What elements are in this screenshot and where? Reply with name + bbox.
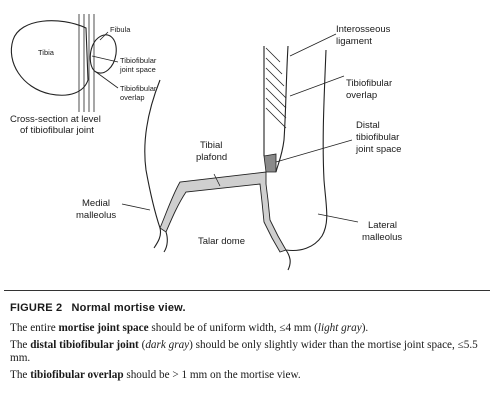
- caption-figure-label: FIGURE 2: [10, 302, 63, 314]
- label-medial-2: malleolus: [76, 210, 116, 221]
- label-distal-3: joint space: [355, 144, 401, 155]
- label-tf-joint-space-small-2: joint space: [119, 65, 156, 74]
- label-plafond-1: Tibial: [200, 140, 222, 151]
- label-fibula: Fibula: [110, 25, 131, 34]
- label-tf-joint-space-small-1: Tibiofibular: [120, 56, 157, 65]
- fibula-cross-section: [89, 34, 117, 74]
- tibia-cross-section: [10, 20, 89, 96]
- label-talar-dome: Talar dome: [198, 236, 245, 247]
- mortise-joint-space: [159, 171, 287, 253]
- caption-paragraph-3: The tibiofibular overlap should be > 1 m…: [10, 369, 301, 381]
- label-tibia: Tibia: [38, 48, 55, 57]
- figure-caption: FIGURE 2 Normal mortise view. The entire…: [0, 292, 494, 400]
- tibia-medial-outline: [144, 79, 162, 249]
- label-medial-1: Medial: [82, 198, 110, 209]
- caption-divider: [4, 290, 490, 291]
- mortise-diagram: Fibula Tibia Tibiofibular joint space Ti…: [10, 14, 402, 271]
- label-cross-section-2: of tibiofibular joint: [20, 125, 94, 136]
- caption-figure-title: Normal mortise view.: [71, 302, 186, 314]
- caption-paragraph-1: The entire mortise joint space should be…: [10, 322, 369, 334]
- label-lateral-1: Lateral: [368, 220, 397, 231]
- label-interosseous-1: Interosseous: [336, 24, 391, 35]
- label-distal-2: tibiofibular: [356, 132, 399, 143]
- label-overlap-1: Tibiofibular: [346, 78, 392, 89]
- distal-tibiofibular-joint: [263, 153, 277, 173]
- label-tf-overlap-small-2: overlap: [120, 93, 145, 102]
- label-lateral-2: malleolus: [362, 232, 402, 243]
- interosseous-ligament-hatch: [265, 47, 287, 129]
- label-distal-1: Distal: [356, 120, 380, 131]
- label-plafond-2: plafond: [196, 152, 227, 163]
- label-interosseous-2: ligament: [336, 36, 372, 47]
- caption-title: FIGURE 2 Normal mortise view.: [10, 302, 488, 315]
- label-overlap-2: overlap: [346, 90, 377, 101]
- cross-section-inset: Fibula Tibia Tibiofibular joint space Ti…: [10, 14, 157, 136]
- caption-paragraph-2: The distal tibiofibular joint (dark gray…: [10, 339, 478, 364]
- label-cross-section-1: Cross-section at level: [10, 114, 101, 125]
- label-tf-overlap-small-1: Tibiofibular: [120, 84, 157, 93]
- fibula-outline: [275, 45, 289, 173]
- mortise-view: Interosseous ligament Tibiofibular overl…: [76, 24, 402, 271]
